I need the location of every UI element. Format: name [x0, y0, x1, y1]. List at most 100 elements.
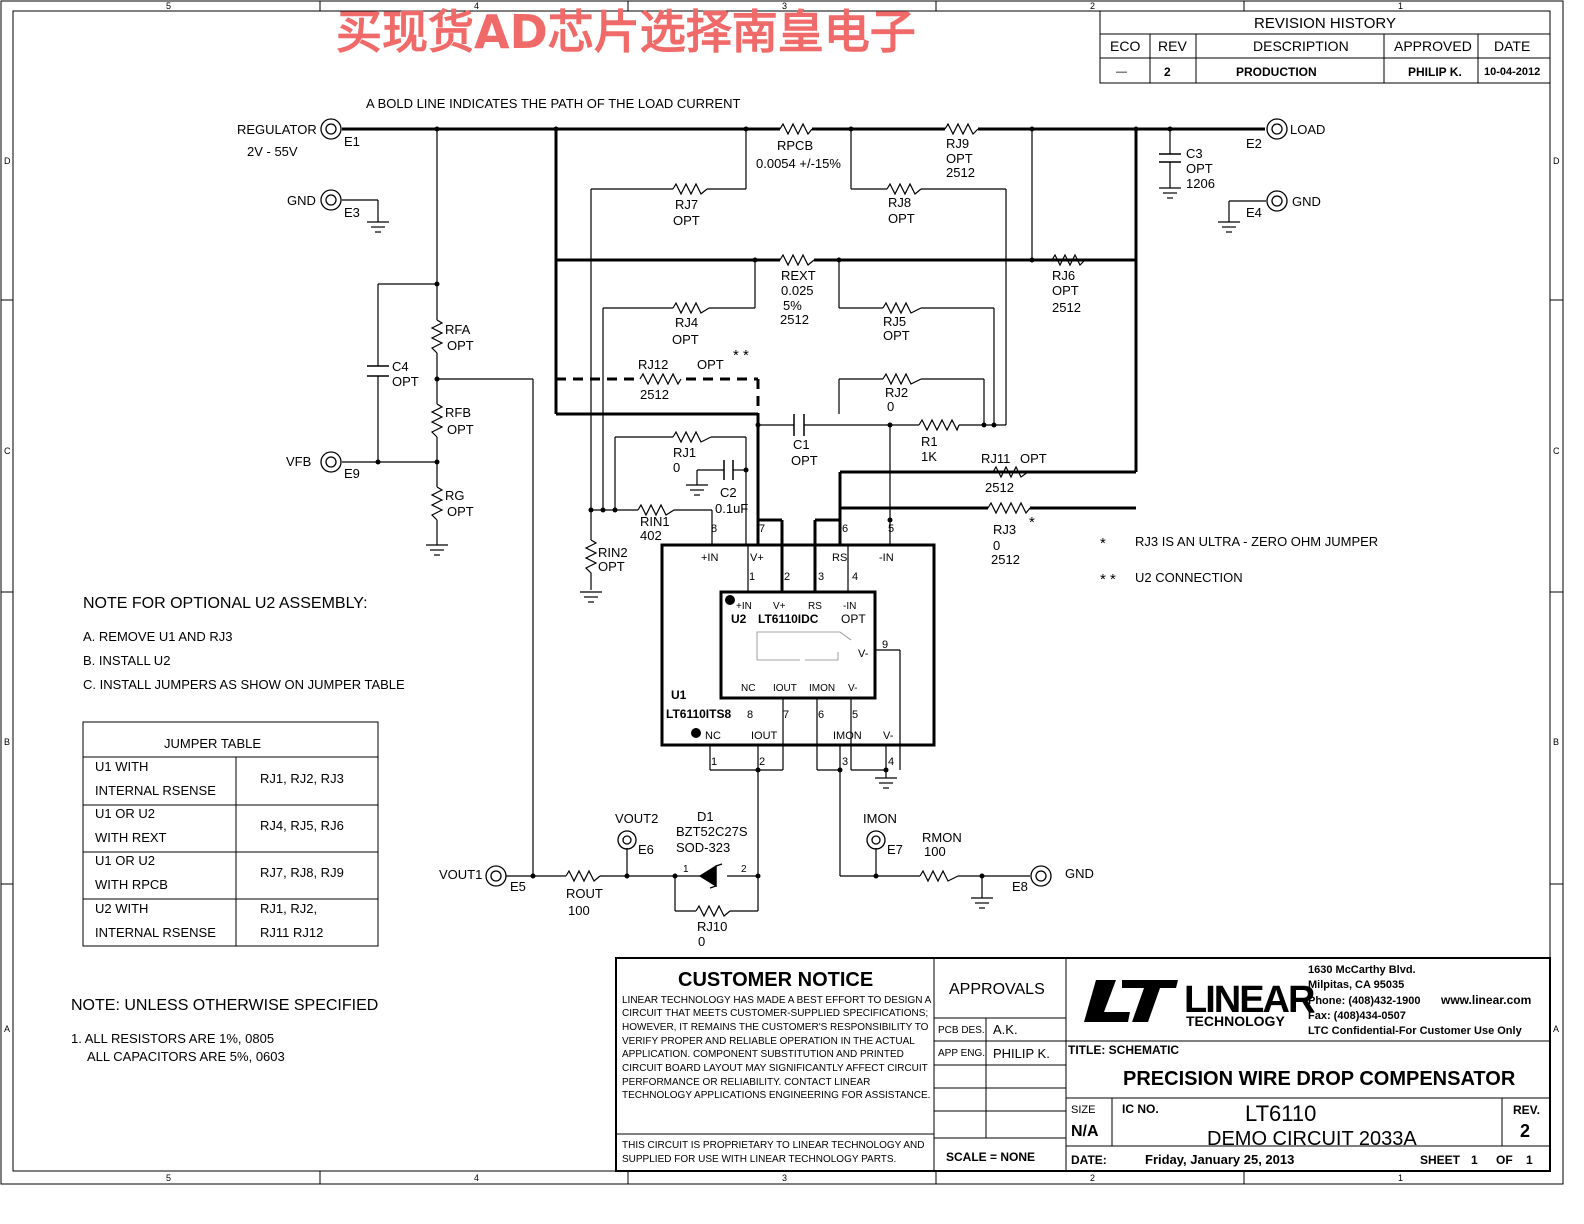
c3-size: 1206: [1186, 176, 1215, 191]
zone-left-a: A: [4, 1024, 10, 1034]
rj1-name: RJ1: [673, 445, 696, 460]
u1-pin-6: 6: [842, 523, 848, 535]
u1-refdes: U1: [671, 688, 687, 702]
zone-bottom-2: 2: [1090, 1173, 1095, 1183]
c2-value: 0.1uF: [715, 501, 748, 516]
vout2-label: VOUT2: [615, 811, 658, 826]
zone-top-4: 4: [474, 1, 479, 11]
junction-dots: [375, 126, 1173, 879]
jumper-row-1-jumpers: RJ1, RJ2, RJ3: [260, 771, 344, 786]
rin1-name: RIN1: [640, 514, 670, 529]
u1-pin-1: 1: [711, 756, 717, 768]
rmon-resistor: [919, 869, 959, 883]
rev-value: 2: [1520, 1121, 1530, 1141]
d1-pin-1: 1: [683, 864, 689, 875]
rj8-value: OPT: [888, 211, 915, 226]
zone-bottom-5: 5: [166, 1173, 171, 1183]
e6-label: E6: [638, 842, 654, 857]
rin2-value: OPT: [598, 559, 625, 574]
rev-header-approved: APPROVED: [1394, 38, 1472, 54]
note-dstar-text: U2 CONNECTION: [1135, 570, 1243, 585]
u2-pin-9: 9: [882, 639, 888, 651]
u2-pin-imon: IMON: [809, 683, 835, 694]
rfa-resistor: [430, 319, 444, 354]
ground-rmon: [971, 897, 993, 909]
customer-notice-line-6: CIRCUIT BOARD LAYOUT MAY SIGNIFICANTLY A…: [622, 1063, 928, 1074]
approvals-scale: SCALE = NONE: [946, 1150, 1035, 1164]
capacitor-symbols: [367, 153, 1181, 480]
u2-pin-2: 2: [784, 571, 790, 583]
rj7-value: OPT: [673, 213, 700, 228]
approvals-app-value: PHILIP K.: [993, 1046, 1050, 1061]
e8-label: E8: [1012, 879, 1028, 894]
u1-pin-vminus: V-: [883, 730, 894, 742]
ic-value: LT6110: [1245, 1101, 1316, 1126]
rmon-value: 100: [924, 844, 946, 859]
rj3-value: 0: [993, 538, 1000, 553]
rext-name: REXT: [781, 268, 816, 283]
zone-bottom-4: 4: [474, 1173, 479, 1183]
e8-terminal: [1030, 865, 1052, 887]
jumper-row-2-condition: U1 OR U2: [95, 806, 155, 821]
jumper-row-4-condition: U2 WITH: [95, 901, 148, 916]
rev-eco-value: —: [1116, 66, 1127, 78]
u1-pin-rs: RS: [832, 552, 847, 564]
rfa-name: RFA: [445, 322, 471, 337]
rj9-name: RJ9: [946, 136, 969, 151]
rext-resistor: [779, 253, 815, 267]
customer-notice-line-7: PERFORMANCE OR RELIABILITY. CONTACT LINE…: [622, 1077, 870, 1088]
revision-history-table: REVISION HISTORY ECO REV DESCRIPTION APP…: [1099, 10, 1551, 84]
zone-bottom-1: 1: [1398, 1173, 1403, 1183]
rev-header-date: DATE: [1494, 38, 1530, 54]
gnd-left-label: GND: [287, 193, 316, 208]
jumper-row-4-jumpers-2: RJ11 RJ12: [260, 925, 323, 940]
rj3-size: 2512: [991, 552, 1020, 567]
c1-value: OPT: [791, 453, 818, 468]
logo-sub: TECHNOLOGY: [1186, 1013, 1285, 1029]
ground-u1: [875, 777, 897, 789]
gnd-bottom-label: GND: [1065, 866, 1094, 881]
zone-top-3: 3: [782, 1, 787, 11]
rj1-resistor: [672, 430, 712, 444]
zone-left-c: C: [4, 446, 11, 456]
zone-right-c: C: [1553, 446, 1560, 456]
company-confidential: LTC Confidential-For Customer Use Only: [1308, 1025, 1523, 1037]
e9-terminal: [320, 451, 342, 473]
title-label: TITLE: SCHEMATIC: [1068, 1043, 1179, 1057]
rev-rev-value: 2: [1164, 65, 1171, 79]
c3-capacitor: [1159, 153, 1181, 163]
rj9-size: 2512: [946, 165, 975, 180]
general-note-title: NOTE: UNLESS OTHERWISE SPECIFIED: [71, 997, 378, 1014]
rj11-value: OPT: [1020, 451, 1047, 466]
r1-resistor: [918, 418, 960, 432]
rpcb-resistor: [779, 122, 813, 136]
e4-label: E4: [1246, 205, 1262, 220]
note-dstar-symbol: * *: [1100, 571, 1116, 588]
rext-value: 0.025: [781, 283, 814, 298]
rj12-double-star: * *: [733, 347, 749, 364]
rj11-name: RJ11: [981, 451, 1010, 466]
note-star-text: RJ3 IS AN ULTRA - ZERO OHM JUMPER: [1135, 534, 1378, 549]
u2-pin-nc: NC: [741, 683, 755, 694]
jumper-row-1-condition: U1 WITH: [95, 759, 148, 774]
rg-value: OPT: [447, 504, 474, 519]
table-row: U2 WITH INTERNAL RSENSE RJ1, RJ2, RJ11 R…: [95, 901, 323, 940]
u1-pin-7: 7: [759, 523, 765, 535]
u2-pin-1: 1: [749, 571, 755, 583]
d1-name: D1: [697, 809, 714, 824]
rj10-value: 0: [698, 934, 705, 949]
rj7-name: RJ7: [675, 197, 698, 212]
customer-notice-line-5: APPLICATION. COMPONENT SUBSTITUTION AND …: [622, 1049, 904, 1060]
rfa-value: OPT: [447, 338, 474, 353]
sheet-value: 1: [1471, 1153, 1478, 1167]
rj8-resistor: [886, 182, 922, 196]
date-label: DATE:: [1071, 1153, 1107, 1167]
rout-name: ROUT: [566, 886, 603, 901]
d1-package: SOD-323: [676, 840, 730, 855]
imon-label: IMON: [863, 811, 897, 826]
rev-description-value: PRODUCTION: [1236, 65, 1317, 79]
rj7-resistor: [672, 182, 708, 196]
rj2-value: 0: [887, 399, 894, 414]
zone-top-5: 5: [166, 1, 171, 11]
company-web: www.linear.com: [1440, 993, 1531, 1007]
